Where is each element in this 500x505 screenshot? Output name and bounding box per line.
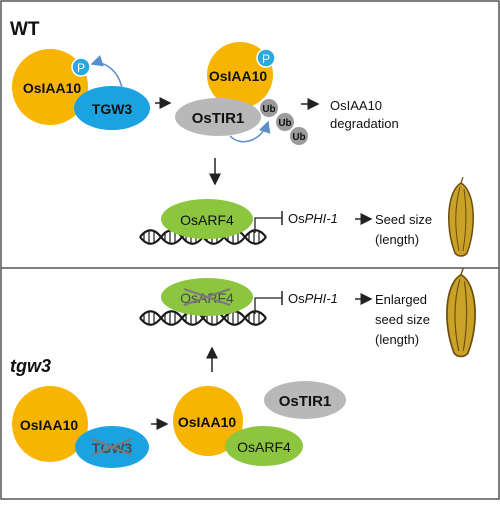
tgw3-panel: OsARF4 OsPHI-1 Enlarged seed size (lengt… [10, 267, 476, 468]
wt-osarf4-label: OsARF4 [180, 212, 234, 228]
wt-osiaa10-label: OsIAA10 [23, 80, 82, 96]
tgw3-osiaa10-bound-label: OsIAA10 [178, 414, 237, 430]
cross-icon [91, 437, 133, 457]
cross-icon [183, 287, 231, 307]
ub-label-1: Ub [262, 104, 275, 115]
phosphate-label-2: P [262, 52, 270, 66]
wt-panel: WT OsIAA10 TGW3 P OsIAA10 P OsTIR1 Ub Ub… [10, 19, 474, 257]
wt-outcome-line2: (length) [375, 232, 419, 247]
phosphate-icon-2 [256, 48, 276, 68]
wt-gene-label: OsPHI-1 [288, 211, 338, 226]
ub-label-3: Ub [292, 132, 305, 143]
tgw3-ostir1-protein [264, 381, 346, 419]
tgw3-osiaa10-protein [12, 386, 88, 462]
ubiquitination-arrow [229, 120, 271, 143]
tgw3-repression-line [254, 297, 282, 314]
ubiquitin-icon-2 [276, 113, 294, 131]
tgw3-osiaa10-label: OsIAA10 [20, 417, 79, 433]
wt-osiaa10-p-label: OsIAA10 [209, 68, 268, 84]
tgw3-outcome-line1: Enlarged [375, 292, 427, 307]
phosphorylation-arrow [90, 54, 123, 89]
tgw3-outcome-line3: (length) [375, 332, 419, 347]
wt-gene-prefix: Os [288, 211, 305, 226]
tgw3-gene-prefix: Os [288, 291, 305, 306]
degradation-label-line2: degradation [330, 116, 399, 131]
ubiquitin-icon-1 [260, 99, 278, 117]
tgw3-panel-label: tgw3 [10, 356, 51, 376]
wt-repression-line [254, 217, 282, 233]
tgw3-osarf4-protein [225, 426, 303, 466]
wt-osarf4-protein [161, 199, 253, 239]
tgw3-osarf4-label: OsARF4 [237, 439, 291, 455]
ubiquitin-icon-3 [290, 127, 308, 145]
tgw3-outcome-line2: seed size [375, 312, 430, 327]
degradation-label-line1: OsIAA10 [330, 98, 382, 113]
tgw3-ostir1-label: OsTIR1 [279, 393, 332, 410]
wt-panel-label: WT [10, 19, 40, 40]
tgw3-gene-italic: PHI-1 [305, 291, 338, 306]
phosphate-icon [71, 57, 91, 77]
ub-label-2: Ub [278, 118, 291, 129]
wt-gene-italic: PHI-1 [305, 211, 338, 226]
wt-ostir1-label: OsTIR1 [192, 110, 245, 127]
tgw3-osiaa10-bound-protein [173, 386, 243, 456]
wt-tgw3-protein [74, 86, 150, 130]
wt-osiaa10-protein [12, 49, 88, 125]
tgw3-gene-label: OsPHI-1 [288, 291, 338, 306]
wt-tgw3-label: TGW3 [92, 101, 133, 117]
wt-outcome-line1: Seed size [375, 212, 432, 227]
wt-ostir1-protein [175, 98, 261, 136]
phosphate-label: P [77, 61, 85, 75]
